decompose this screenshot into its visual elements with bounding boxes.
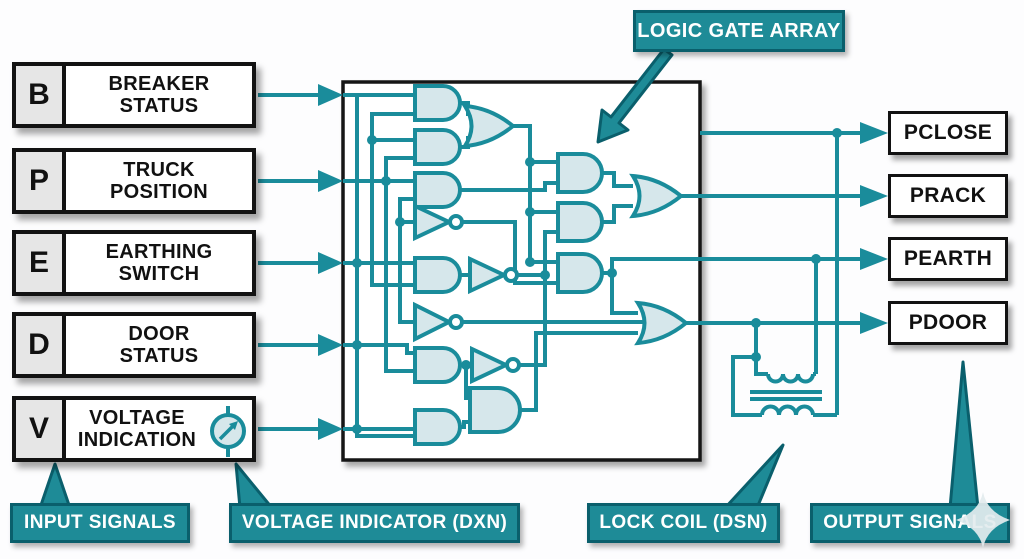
lock-coil-tail <box>723 443 785 510</box>
logic-gate-array-arrow <box>596 47 674 144</box>
or-gate <box>629 173 685 219</box>
input-label-breaker-status: BREAKER STATUS <box>108 72 210 117</box>
and-gate <box>413 128 462 166</box>
input-box-voltage-indication: V VOLTAGE INDICATION <box>12 396 256 462</box>
lock-coil-symbol <box>731 355 837 417</box>
and-gate <box>413 256 462 294</box>
and-gate <box>468 386 522 434</box>
and-gate <box>413 408 462 446</box>
input-key-b: B <box>16 66 66 124</box>
input-label-door-status: DOOR STATUS <box>119 322 199 367</box>
and-gate <box>413 171 462 209</box>
output-box-prack: PRACK <box>888 174 1008 218</box>
junction-dots <box>352 128 842 434</box>
not-gate <box>413 301 454 343</box>
input-label-truck-position: TRUCK POSITION <box>110 158 208 203</box>
input-label-voltage-indication: VOLTAGE INDICATION <box>77 406 197 451</box>
and-gate <box>413 84 462 122</box>
output-box-pdoor: PDOOR <box>888 301 1008 345</box>
output-arrows <box>860 122 888 334</box>
output-signals-tail <box>948 360 980 510</box>
or-gate <box>634 300 690 346</box>
signal-wires <box>343 93 862 438</box>
output-box-pearth: PEARTH <box>888 237 1008 281</box>
and-gates <box>413 84 604 446</box>
input-key-v: V <box>16 400 66 458</box>
input-box-truck-position: P TRUCK POSITION <box>12 148 256 214</box>
input-key-e: E <box>16 234 66 292</box>
not-gates <box>413 202 521 385</box>
callout-voltage-indicator: VOLTAGE INDICATOR (DXN) <box>229 503 520 543</box>
callout-logic-gate-array: LOGIC GATE ARRAY <box>633 10 845 52</box>
input-box-breaker-status: B BREAKER STATUS <box>12 62 256 128</box>
callout-output-signals: OUTPUT SIGNALS <box>810 503 1010 543</box>
output-box-pclose: PCLOSE <box>888 111 1008 155</box>
and-gate <box>556 252 604 294</box>
or-gate <box>461 103 517 149</box>
input-label-earthing-switch: EARTHING SWITCH <box>105 240 213 285</box>
callout-lock-coil: LOCK COIL (DSN) <box>587 503 780 543</box>
input-arrows <box>258 84 343 440</box>
input-key-p: P <box>16 152 66 210</box>
voltage-indicator-tail <box>234 462 274 510</box>
and-gate <box>556 152 604 194</box>
not-gate <box>470 345 511 385</box>
input-signals-tail <box>38 462 72 510</box>
not-gate <box>468 255 509 295</box>
and-gate <box>413 346 462 384</box>
callout-input-signals: INPUT SIGNALS <box>10 503 190 543</box>
logic-gate-array-box <box>341 80 702 462</box>
not-gate <box>413 202 454 242</box>
and-gate <box>556 201 604 243</box>
input-box-door-status: D DOOR STATUS <box>12 312 256 378</box>
or-gates <box>461 103 690 346</box>
input-box-earthing-switch: E EARTHING SWITCH <box>12 230 256 296</box>
input-key-d: D <box>16 316 66 374</box>
